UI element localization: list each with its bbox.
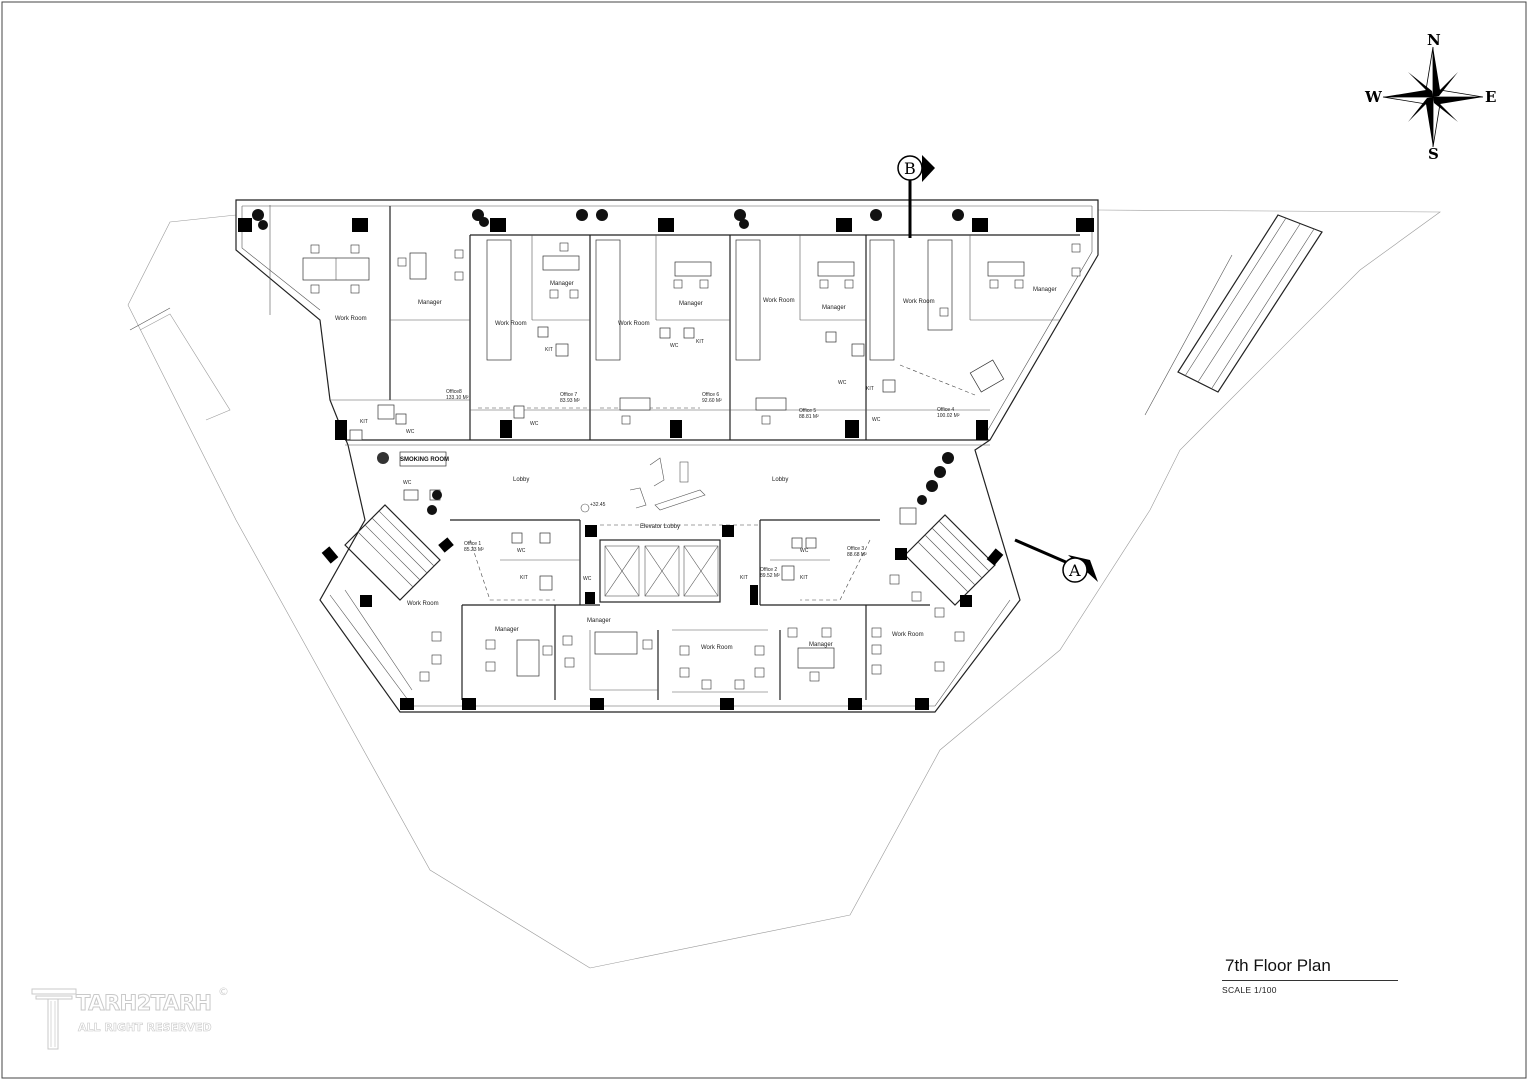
- logo-tagline: ALL RIGHT RESERVED: [78, 1021, 212, 1035]
- label-wc-7: WC: [517, 548, 526, 554]
- label-work-room-4: Work Room: [763, 298, 795, 304]
- plants-north: [252, 209, 964, 230]
- stair-core-east: [904, 514, 996, 606]
- label-work-room-8: Work Room: [892, 632, 924, 638]
- office-8-name: Office8: [446, 389, 462, 395]
- section-marker-a: A: [1014, 538, 1098, 583]
- compass-e: E: [1485, 88, 1496, 106]
- title-block: 7th Floor Plan SCALE 1/100: [1222, 956, 1402, 995]
- label-wc-1: WC: [670, 343, 679, 349]
- label-lobby-west: Lobby: [513, 477, 529, 483]
- office-5-name: Office 5: [799, 408, 816, 414]
- office-2-name: Office 2: [760, 567, 777, 573]
- label-wc-4: WC: [530, 421, 539, 427]
- building-outline: [235, 199, 1099, 713]
- section-marker-b: B: [897, 155, 935, 238]
- label-manager-8: Manager: [809, 642, 833, 648]
- label-manager-2: Manager: [550, 281, 574, 287]
- compass-n: N: [1427, 31, 1441, 49]
- elevator-shafts: [585, 525, 758, 605]
- label-work-room-5: Work Room: [903, 299, 935, 305]
- plants-lobby: [427, 452, 954, 515]
- label-kit-3: KIT: [866, 386, 874, 392]
- label-wc-9: WC: [800, 548, 809, 554]
- label-manager-5: Manager: [1033, 287, 1057, 293]
- label-kit-4: KIT: [360, 419, 368, 425]
- office-5-area: 88.81 M²: [799, 414, 819, 420]
- room-labels: Work Room Manager Work Room Manager Work…: [335, 281, 1057, 651]
- office-2-area: 89.52 M²: [760, 573, 780, 579]
- office-6-area: 92.60 M²: [702, 398, 722, 404]
- section-b-label: B: [904, 159, 916, 178]
- stair-core-west: [344, 504, 441, 601]
- logo-registered-mark: ©: [218, 985, 229, 998]
- label-kit-5: KIT: [520, 575, 528, 581]
- office-8-area: 133.10 M²: [446, 395, 469, 401]
- label-kit-6: KIT: [740, 575, 748, 581]
- compass-s: S: [1428, 145, 1439, 163]
- south-columns: [321, 537, 1004, 710]
- label-lobby-east: Lobby: [772, 477, 788, 483]
- north-offices-walls: [330, 206, 1080, 446]
- office-3-name: Office 3: [847, 546, 864, 552]
- label-wc-6: WC: [403, 480, 412, 486]
- label-wc-2: WC: [838, 380, 847, 386]
- office-1-name: Office 1: [464, 541, 481, 547]
- label-work-room-2: Work Room: [495, 321, 527, 327]
- label-work-room-1: Work Room: [335, 316, 367, 322]
- south-furniture: [419, 507, 965, 690]
- service-labels: KIT KIT WC WC KIT WC WC KIT WC WC WC KIT…: [360, 339, 881, 582]
- label-kit-1: KIT: [545, 347, 553, 353]
- label-elevator-lobby: Elevator Lobby: [640, 524, 680, 530]
- section-a-label: A: [1068, 561, 1081, 580]
- label-manager-6: Manager: [495, 627, 519, 633]
- office-labels: Office 1 85.23 M² Office 2 89.52 M² Offi…: [446, 389, 960, 579]
- brand-logo: TARH2TARH ALL RIGHT RESERVED ©: [28, 985, 238, 1055]
- label-manager-1: Manager: [418, 300, 442, 306]
- label-work-room-6: Work Room: [407, 601, 439, 607]
- label-kit-7: KIT: [800, 575, 808, 581]
- office-3-area: 88.68 M²: [847, 552, 867, 558]
- office-7-area: 83.93 M²: [560, 398, 580, 404]
- label-work-room-7: Work Room: [701, 645, 733, 651]
- label-level: +32.45: [590, 502, 606, 508]
- office-1-area: 85.23 M²: [464, 547, 484, 553]
- north-columns: [238, 218, 1094, 440]
- label-manager-3: Manager: [679, 301, 703, 307]
- office-7-name: Office 7: [560, 392, 577, 398]
- title-underline: [1222, 980, 1398, 981]
- label-wc-3: WC: [872, 417, 881, 423]
- label-work-room-3: Work Room: [618, 321, 650, 327]
- external-stair: [1177, 214, 1323, 393]
- label-wc-5: WC: [406, 429, 415, 435]
- plan-title: 7th Floor Plan: [1225, 956, 1331, 975]
- compass-rose: N S E W: [1364, 31, 1496, 163]
- office-4-name: Office 4: [937, 407, 954, 413]
- north-furniture: [302, 239, 1081, 467]
- label-smoking-room: SMOKING ROOM: [400, 457, 449, 463]
- label-manager-7: Manager: [587, 618, 611, 624]
- logo-t-mark-icon: [31, 988, 77, 1050]
- south-offices-walls: [450, 519, 930, 700]
- label-wc-8: WC: [583, 576, 592, 582]
- plan-scale: SCALE 1/100: [1222, 985, 1277, 995]
- label-manager-4: Manager: [822, 305, 846, 311]
- label-kit-2: KIT: [696, 339, 704, 345]
- compass-w: W: [1364, 88, 1383, 106]
- office-6-name: Office 6: [702, 392, 719, 398]
- lobby-features: [580, 457, 706, 513]
- logo-name: TARH2TARH: [76, 991, 213, 1016]
- office-4-area: 100.02 M²: [937, 413, 960, 419]
- wc-kit-fixtures: [395, 326, 896, 591]
- site-outline: [127, 209, 1441, 969]
